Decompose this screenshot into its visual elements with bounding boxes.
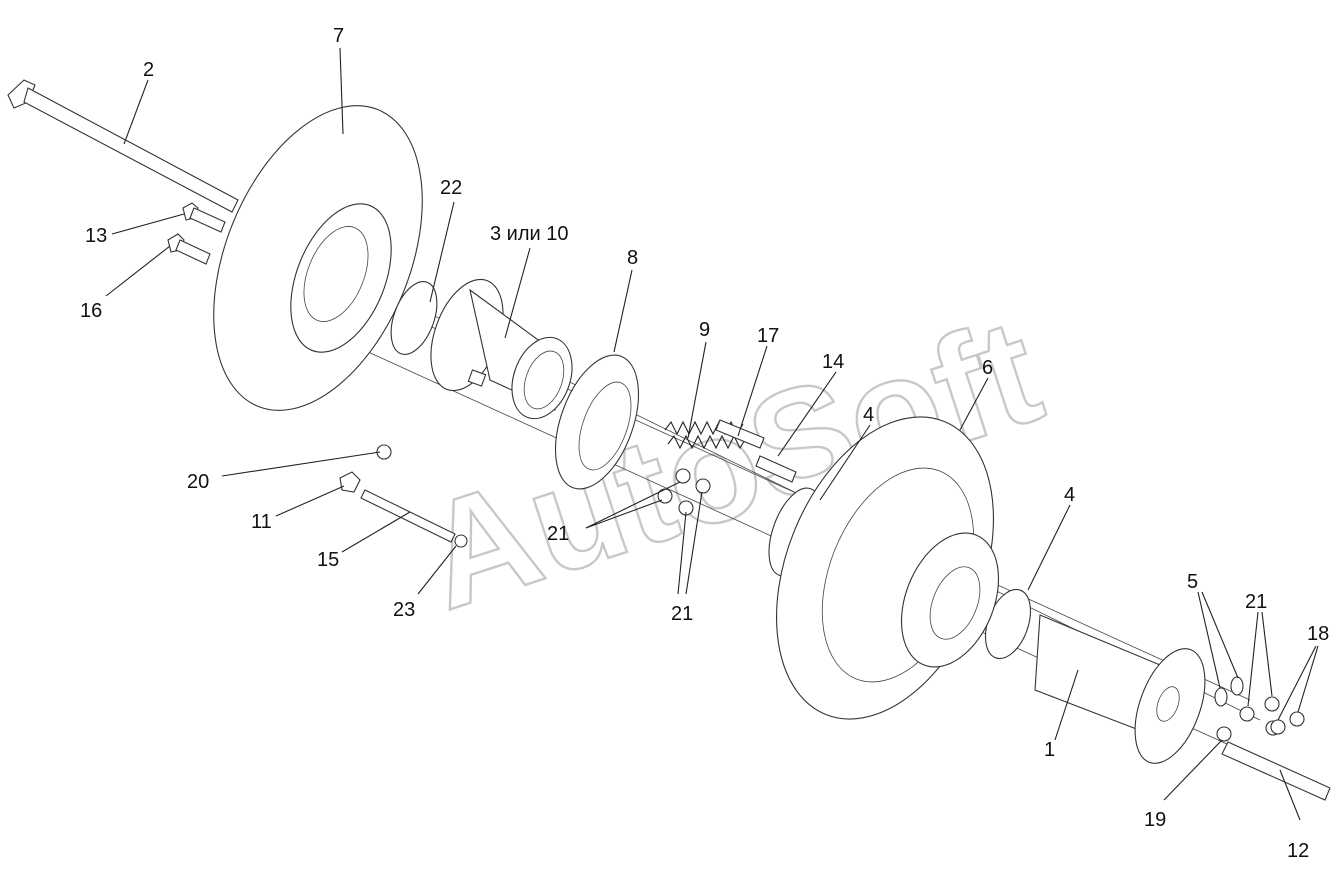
part-16-bolt (167, 233, 211, 265)
callout-18: 18 (1307, 623, 1329, 645)
part-1-shaft-flange (1034, 614, 1206, 764)
part-3-hub-sleeve (430, 278, 573, 420)
part-2-long-bolt (7, 79, 239, 213)
callout-16: 16 (80, 300, 102, 322)
callout-21-right: 21 (1245, 591, 1267, 613)
part-5-washers (1214, 676, 1244, 707)
callout-9: 9 (699, 319, 710, 341)
callout-19: 19 (1144, 809, 1166, 831)
leader-lines (105, 47, 1319, 821)
part-13-bolt (182, 202, 226, 233)
callout-15: 15 (317, 549, 339, 571)
callout-22: 22 (440, 177, 462, 199)
callout-21-left: 21 (547, 523, 569, 545)
part-21-nuts-group-a (657, 468, 711, 516)
callout-23: 23 (393, 599, 415, 621)
callout-4-upper: 4 (863, 404, 874, 426)
callout-2: 2 (143, 59, 154, 81)
callout-1: 1 (1044, 739, 1055, 761)
part-23-plug (454, 534, 468, 548)
callout-5: 5 (1187, 571, 1198, 593)
callout-4-lower: 4 (1064, 484, 1075, 506)
part-19-nut (1216, 726, 1232, 742)
callout-21-bottom: 21 (671, 603, 693, 625)
part-15-rod (360, 489, 456, 543)
callout-8: 8 (627, 247, 638, 269)
part-22-ring (390, 281, 438, 355)
callout-3-or-10: 3 или 10 (490, 223, 569, 245)
part-14-pin (755, 455, 797, 483)
part-7-disc (213, 105, 423, 411)
callout-14: 14 (822, 351, 844, 373)
part-11-fitting (339, 471, 361, 493)
part-8-housing (555, 354, 639, 490)
callout-6: 6 (982, 357, 993, 379)
part-18-nuts (1270, 711, 1305, 735)
part-6-ribbed-disc (776, 416, 1000, 720)
callout-12: 12 (1287, 840, 1309, 862)
part-17-pin (715, 419, 765, 449)
callout-20: 20 (187, 471, 209, 493)
callout-13: 13 (85, 225, 107, 247)
callout-7: 7 (333, 25, 344, 47)
callout-11: 11 (251, 511, 272, 533)
callout-labels: 2 7 13 16 22 3 или 10 8 9 17 14 4 6 4 20… (80, 25, 1329, 862)
callout-17: 17 (757, 325, 779, 347)
part-12-pin (1221, 741, 1331, 801)
